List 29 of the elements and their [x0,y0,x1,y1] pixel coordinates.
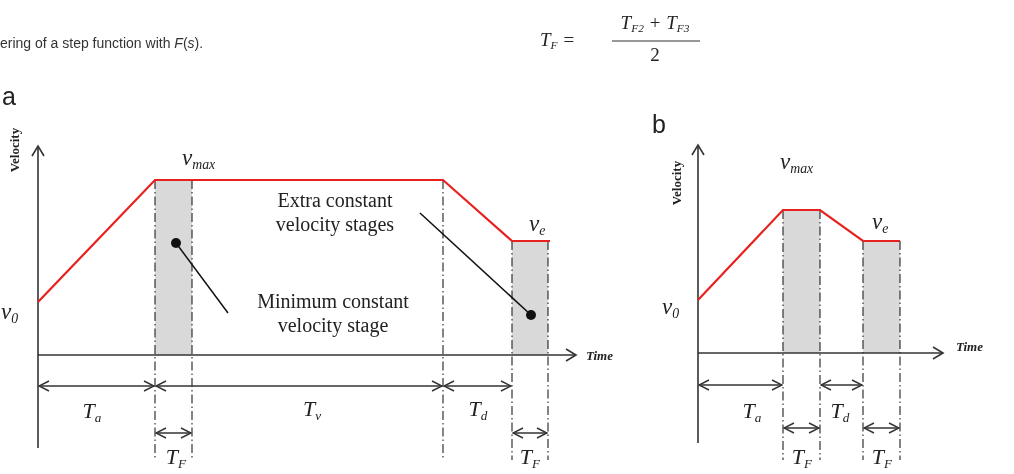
velocity-symbol: v$_{max}$ [780,150,814,176]
dimension-label: T$_{a}$ [82,400,102,425]
panel-letter: a [2,84,16,109]
leader-line [171,238,229,314]
caption-text: ering of a step function with F(s). [0,36,204,50]
annotation-text: Minimum constant velocity stage [228,289,438,338]
axis-label: Velocity [669,160,683,206]
velocity-symbol: v$_{e}$ [529,212,546,238]
axis-label: Velocity [7,127,21,173]
formula-text: 2 [650,45,660,64]
dimension-label: T$_{F}$ [519,446,541,471]
leader-line [419,212,536,320]
velocity-symbol: v$_{e}$ [872,210,889,236]
dimension-label: T$_{a}$ [742,400,762,425]
formula-text: T$_{F2}$ + T$_{F3}$ [620,13,690,35]
annotation-text: Extra constant velocity stages [250,188,420,237]
velocity-symbol: v$_{0}$ [1,300,19,326]
dimension-label: T$_{F}$ [871,446,893,471]
velocity-symbol: v$_{max}$ [182,146,216,172]
dimension-label: T$_{v}$ [302,398,322,423]
axis-label: Time [586,349,613,362]
dimension-label: T$_{F}$ [791,446,813,471]
panel-letter: b [652,112,666,137]
dimension-label: T$_{d}$ [468,398,488,423]
axis-label: Time [956,340,983,353]
velocity-symbol: v$_{0}$ [662,295,680,321]
dimension-label: T$_{F}$ [165,446,187,471]
dimension-label: T$_{d}$ [830,400,850,425]
formula-text: T$_{F}$ = [540,30,576,52]
